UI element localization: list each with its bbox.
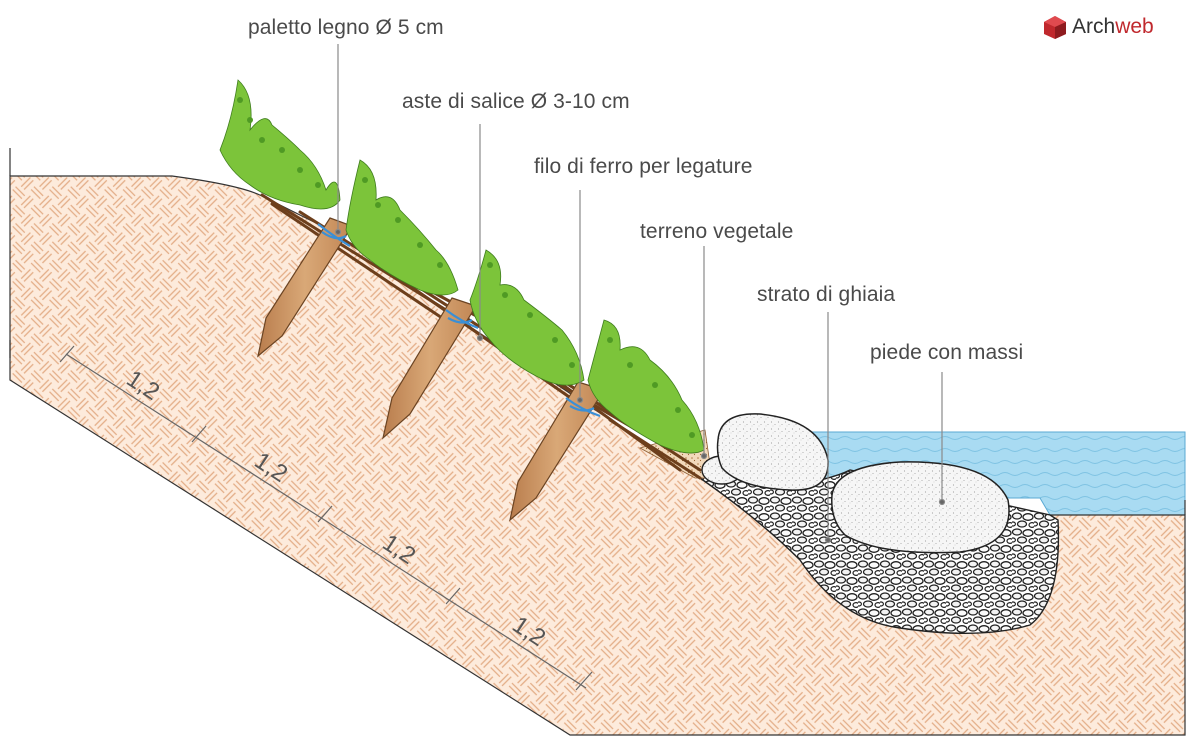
brand-name-part2: web [1115,15,1154,38]
brand-logo: Archweb [1042,14,1154,40]
willow-foliage [219,79,705,454]
leaf-dots [237,97,695,438]
leader-lines [334,44,946,544]
label-gravel: strato di ghiaia [757,283,896,306]
brand-name: Archweb [1072,15,1154,39]
dimension-line [59,345,593,691]
label-topsoil: terreno vegetale [640,220,794,243]
label-boulders: piede con massi [870,341,1024,364]
brand-name-part1: Arch [1072,15,1116,38]
wooden-stakes [257,217,605,522]
label-stake: paletto legno Ø 5 cm [248,16,444,39]
label-willow: aste di salice Ø 3-10 cm [402,90,630,113]
wire-ties [317,223,601,418]
large-boulder [831,461,1010,554]
cube-icon [1044,16,1066,39]
label-wire: filo di ferro per legature [534,155,753,178]
upper-boulder [716,413,829,491]
